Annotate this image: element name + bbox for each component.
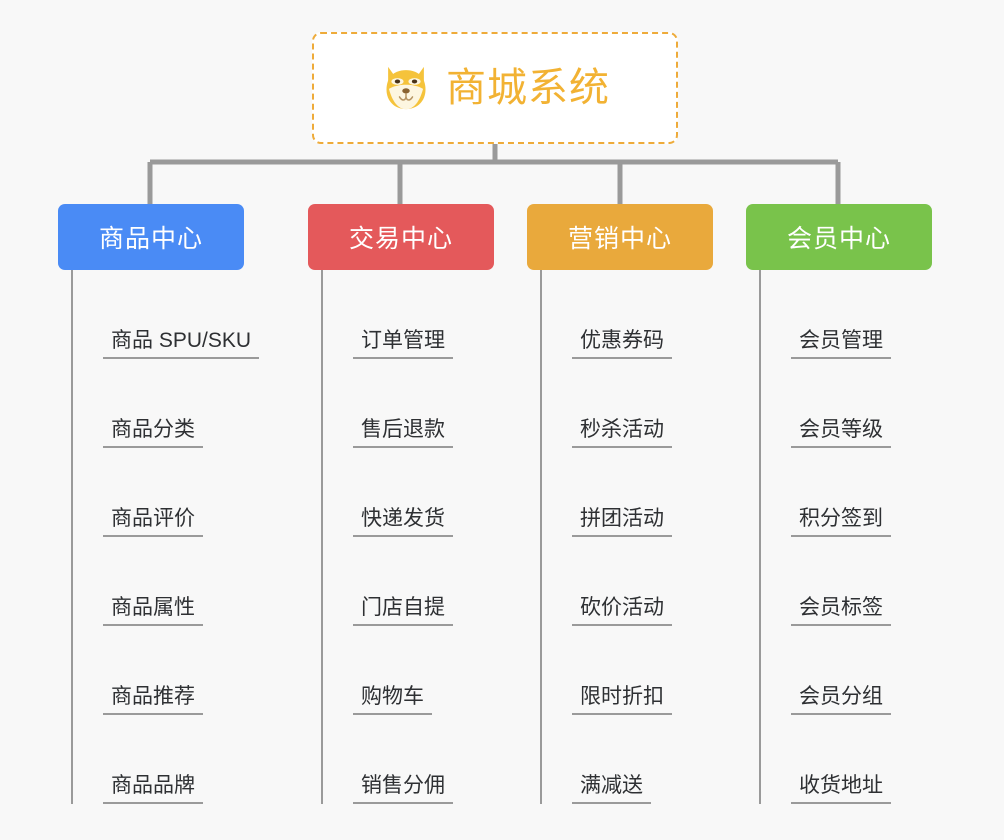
list-item-label: 拼团活动 — [580, 506, 664, 530]
list-item-label: 购物车 — [361, 684, 424, 708]
root-title: 商城系统 — [446, 66, 610, 110]
list-item[interactable]: 会员分组 — [761, 626, 932, 715]
list-item-label: 商品属性 — [111, 595, 195, 619]
branch-title: 商品中心 — [98, 225, 203, 253]
list-item-label: 售后退款 — [361, 417, 445, 441]
list-item[interactable]: 拼团活动 — [542, 448, 713, 537]
list-item[interactable]: 限时折扣 — [542, 626, 713, 715]
list-item-label: 商品 SPU/SKU — [111, 328, 252, 352]
list-item[interactable]: 秒杀活动 — [542, 359, 713, 448]
branch-title: 营销中心 — [567, 225, 672, 253]
list-item[interactable]: 快递发货 — [323, 448, 494, 537]
list-item-label: 商品推荐 — [111, 684, 195, 708]
list-item[interactable]: 积分签到 — [761, 448, 932, 537]
list-item-label: 优惠券码 — [580, 328, 664, 352]
list-item-label: 门店自提 — [361, 595, 445, 619]
branch-items-trade-center: 订单管理 售后退款 快递发货 门店自提 购物车 销售分佣 — [321, 270, 494, 804]
list-item-label: 会员管理 — [799, 328, 883, 352]
branch-items-marketing-center: 优惠券码 秒杀活动 拼团活动 砍价活动 限时折扣 满减送 — [540, 270, 713, 804]
branch-header-marketing-center[interactable]: 营销中心 — [527, 204, 713, 270]
list-item-label: 商品分类 — [111, 417, 195, 441]
list-item-label: 快递发货 — [361, 506, 445, 530]
list-item[interactable]: 门店自提 — [323, 537, 494, 626]
branch-header-product-center[interactable]: 商品中心 — [58, 204, 244, 270]
list-item-label: 砍价活动 — [580, 595, 664, 619]
list-item[interactable]: 满减送 — [542, 715, 713, 804]
list-item[interactable]: 商品 SPU/SKU — [73, 270, 260, 359]
branch-member-center: 会员中心 会员管理 会员等级 积分签到 会员标签 会员分组 收货地址 — [746, 204, 932, 804]
list-item-label: 商品品牌 — [111, 773, 195, 797]
branch-title: 交易中心 — [348, 225, 453, 253]
list-item[interactable]: 商品属性 — [73, 537, 244, 626]
list-item[interactable]: 商品推荐 — [73, 626, 244, 715]
branch-marketing-center: 营销中心 优惠券码 秒杀活动 拼团活动 砍价活动 限时折扣 满减送 — [527, 204, 713, 804]
root-node[interactable]: 商城系统 — [312, 32, 678, 144]
list-item-label: 积分签到 — [799, 506, 883, 530]
list-item[interactable]: 商品评价 — [73, 448, 244, 537]
branch-title: 会员中心 — [786, 225, 891, 253]
branch-header-trade-center[interactable]: 交易中心 — [308, 204, 494, 270]
list-item[interactable]: 销售分佣 — [323, 715, 494, 804]
list-item[interactable]: 会员管理 — [761, 270, 932, 359]
branch-header-member-center[interactable]: 会员中心 — [746, 204, 932, 270]
list-item-label: 会员等级 — [799, 417, 883, 441]
list-item-label: 订单管理 — [361, 328, 445, 352]
list-item[interactable]: 售后退款 — [323, 359, 494, 448]
list-item[interactable]: 商品分类 — [73, 359, 244, 448]
list-item[interactable]: 商品品牌 — [73, 715, 244, 804]
branch-product-center: 商品中心 商品 SPU/SKU 商品分类 商品评价 商品属性 商品推荐 商品品牌 — [58, 204, 260, 804]
branch-trade-center: 交易中心 订单管理 售后退款 快递发货 门店自提 购物车 销售分佣 — [308, 204, 494, 804]
list-item[interactable]: 砍价活动 — [542, 537, 713, 626]
list-item[interactable]: 订单管理 — [323, 270, 494, 359]
list-item-label: 满减送 — [580, 773, 643, 797]
list-item[interactable]: 购物车 — [323, 626, 494, 715]
list-item-label: 销售分佣 — [361, 773, 445, 797]
list-item-label: 收货地址 — [799, 773, 883, 797]
list-item-label: 秒杀活动 — [580, 417, 664, 441]
branch-items-member-center: 会员管理 会员等级 积分签到 会员标签 会员分组 收货地址 — [759, 270, 932, 804]
list-item[interactable]: 优惠券码 — [542, 270, 713, 359]
list-item-label: 限时折扣 — [580, 684, 664, 708]
list-item[interactable]: 会员等级 — [761, 359, 932, 448]
list-item-label: 商品评价 — [111, 506, 195, 530]
list-item[interactable]: 会员标签 — [761, 537, 932, 626]
list-item-label: 会员分组 — [799, 684, 883, 708]
list-item[interactable]: 收货地址 — [761, 715, 932, 804]
shiba-dog-face-icon — [386, 66, 426, 110]
list-item-label: 会员标签 — [799, 595, 883, 619]
branch-items-product-center: 商品 SPU/SKU 商品分类 商品评价 商品属性 商品推荐 商品品牌 — [71, 270, 260, 804]
